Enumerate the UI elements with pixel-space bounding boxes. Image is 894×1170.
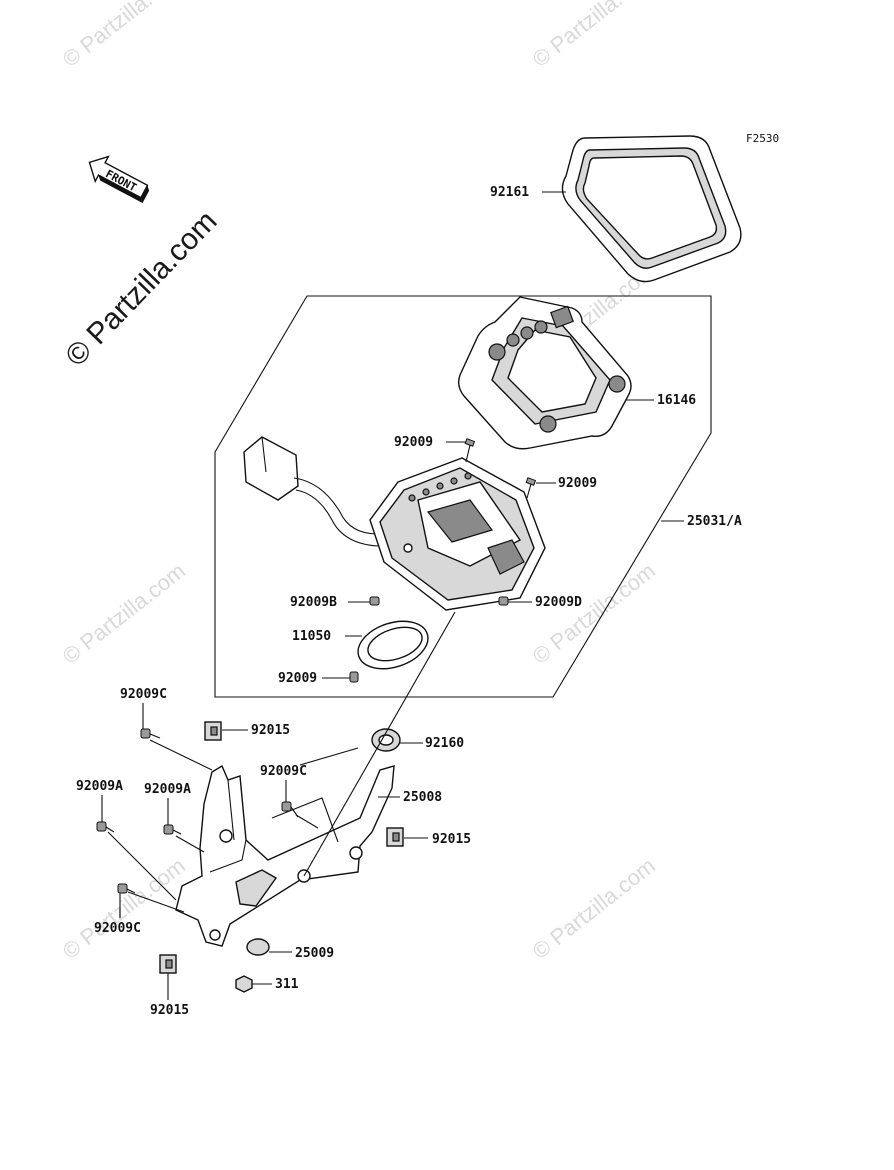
part-label-11050[interactable]: 11050 — [292, 629, 331, 644]
part-label-16146[interactable]: 16146 — [657, 393, 696, 408]
bezel-button-icon — [534, 320, 548, 334]
bezel-button-icon — [520, 326, 534, 340]
part-label-92009a[interactable]: 92009A — [76, 779, 123, 794]
part-label-92161[interactable]: 92161 — [490, 185, 529, 200]
part-label-25008[interactable]: 25008 — [403, 790, 442, 805]
meter-cover — [561, 135, 742, 283]
leader-lines — [101, 191, 684, 1000]
watermark: © Partzilla.com — [58, 853, 190, 964]
part-label-92009c[interactable]: 92009C — [94, 921, 141, 936]
part-label-92009b[interactable]: 92009B — [290, 595, 337, 610]
part-label-311[interactable]: 311 — [275, 977, 299, 992]
screw-icon — [349, 671, 359, 683]
screw-icon — [464, 438, 476, 463]
clip-icon — [386, 827, 404, 847]
watermark: © Partzilla.com — [58, 558, 190, 669]
clip-icon — [159, 954, 177, 974]
bracket-25008 — [175, 764, 395, 947]
part-label-92009c[interactable]: 92009C — [120, 687, 167, 702]
watermark: © Partzilla.com — [58, 0, 190, 72]
clip-icon — [204, 721, 222, 741]
meter-unit — [369, 457, 546, 611]
part-label-92015[interactable]: 92015 — [432, 832, 471, 847]
screw-icon — [96, 821, 115, 833]
screw-icon — [281, 801, 299, 818]
gasket-11050 — [357, 620, 429, 670]
bezel-button-icon — [539, 415, 557, 433]
assembly-frame — [214, 295, 712, 698]
part-label-92009d[interactable]: 92009D — [535, 595, 582, 610]
part-label-92015[interactable]: 92015 — [150, 1003, 189, 1018]
part-label-92009a[interactable]: 92009A — [144, 782, 191, 797]
figure-code: F2530 — [746, 132, 779, 145]
wire-harness — [243, 436, 379, 547]
part-label-25031-a[interactable]: 25031/A — [687, 514, 742, 529]
front-arrow-icon: FRONT — [88, 155, 150, 204]
nut-311 — [235, 975, 253, 993]
part-label-92015[interactable]: 92015 — [251, 723, 290, 738]
part-label-92009[interactable]: 92009 — [278, 671, 317, 686]
watermark: © Partzilla.com — [528, 853, 660, 964]
washer-25009 — [246, 938, 270, 956]
part-labels: 92161 16146 92009 92009 25031/A 92009B 9… — [76, 185, 742, 1018]
screw-icon — [117, 883, 136, 894]
watermark: © Partzilla.com — [528, 558, 660, 669]
part-label-92160[interactable]: 92160 — [425, 736, 464, 751]
meter-bezel — [457, 296, 632, 450]
part-label-92009c[interactable]: 92009C — [260, 764, 307, 779]
bezel-button-icon — [488, 343, 506, 361]
screw-icon — [525, 477, 537, 499]
screw-icon — [140, 728, 161, 739]
part-label-92009[interactable]: 92009 — [394, 435, 433, 450]
screw-icon — [498, 596, 509, 606]
screw-icon — [369, 596, 380, 606]
watermark-main: © Partzilla.com — [59, 205, 223, 373]
part-label-25009[interactable]: 25009 — [295, 946, 334, 961]
watermark: © Partzilla.com — [528, 0, 660, 72]
screw-icon — [163, 824, 182, 835]
bezel-button-icon — [506, 333, 520, 347]
bezel-button-icon — [608, 375, 626, 393]
part-label-92009[interactable]: 92009 — [558, 476, 597, 491]
